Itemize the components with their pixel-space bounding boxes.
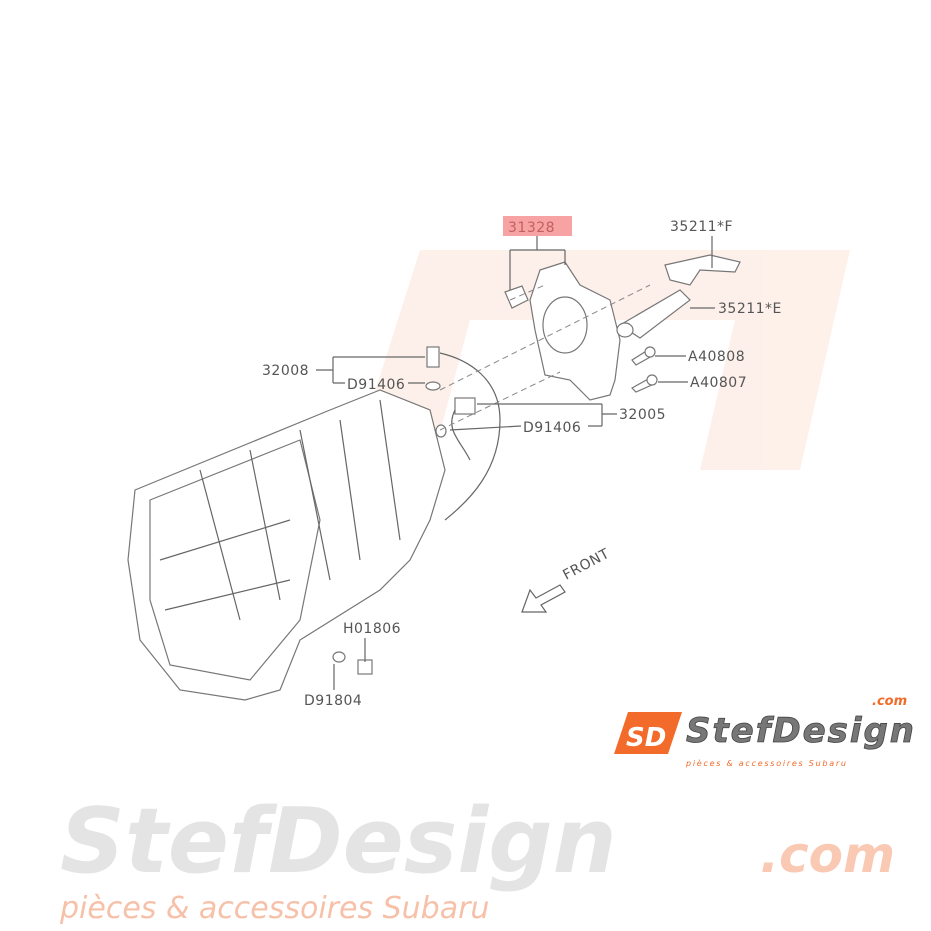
callout-31328[interactable]: 31328 xyxy=(508,220,555,236)
switches-and-harness xyxy=(332,346,501,675)
logo-tagline: pièces & accessoires Subaru xyxy=(685,758,846,768)
front-label: FRONT xyxy=(560,546,612,584)
cover-plate-31328 xyxy=(504,261,621,401)
callout-h01806[interactable]: H01806 xyxy=(343,621,401,637)
logo-domain: .com xyxy=(872,694,907,709)
transmission-case xyxy=(127,389,446,701)
callout-35211-e[interactable]: 35211*E xyxy=(718,301,782,317)
callout-d91804[interactable]: D91804 xyxy=(304,693,362,709)
logo-mark xyxy=(614,712,682,754)
callout-32008[interactable]: 32008 xyxy=(262,363,309,379)
watermark-domain: .com xyxy=(760,826,895,884)
callout-a40807[interactable]: A40807 xyxy=(690,375,747,391)
logo-brand: StefDesign xyxy=(686,711,914,751)
callout-a40808[interactable]: A40808 xyxy=(688,349,745,365)
bolts xyxy=(631,346,658,393)
front-arrow-icon xyxy=(521,584,566,613)
shift-rail-35211 xyxy=(616,254,741,339)
callout-d91406-lower[interactable]: D91406 xyxy=(523,420,581,436)
highlight-31328 xyxy=(503,216,572,236)
logo-mark-text: SD xyxy=(626,723,666,753)
watermark-brand: StefDesign xyxy=(60,789,617,894)
stefdesign-logo: SD StefDesign .com pièces & accessoires … xyxy=(614,694,914,768)
callout-35211-f[interactable]: 35211*F xyxy=(670,219,733,235)
front-direction-indicator: FRONT xyxy=(521,546,612,613)
watermark-tagline: pièces & accessoires Subaru xyxy=(59,891,489,926)
callout-32005[interactable]: 32005 xyxy=(619,407,666,423)
callout-d91406-upper[interactable]: D91406 xyxy=(347,377,405,393)
leader-lines xyxy=(316,236,715,690)
